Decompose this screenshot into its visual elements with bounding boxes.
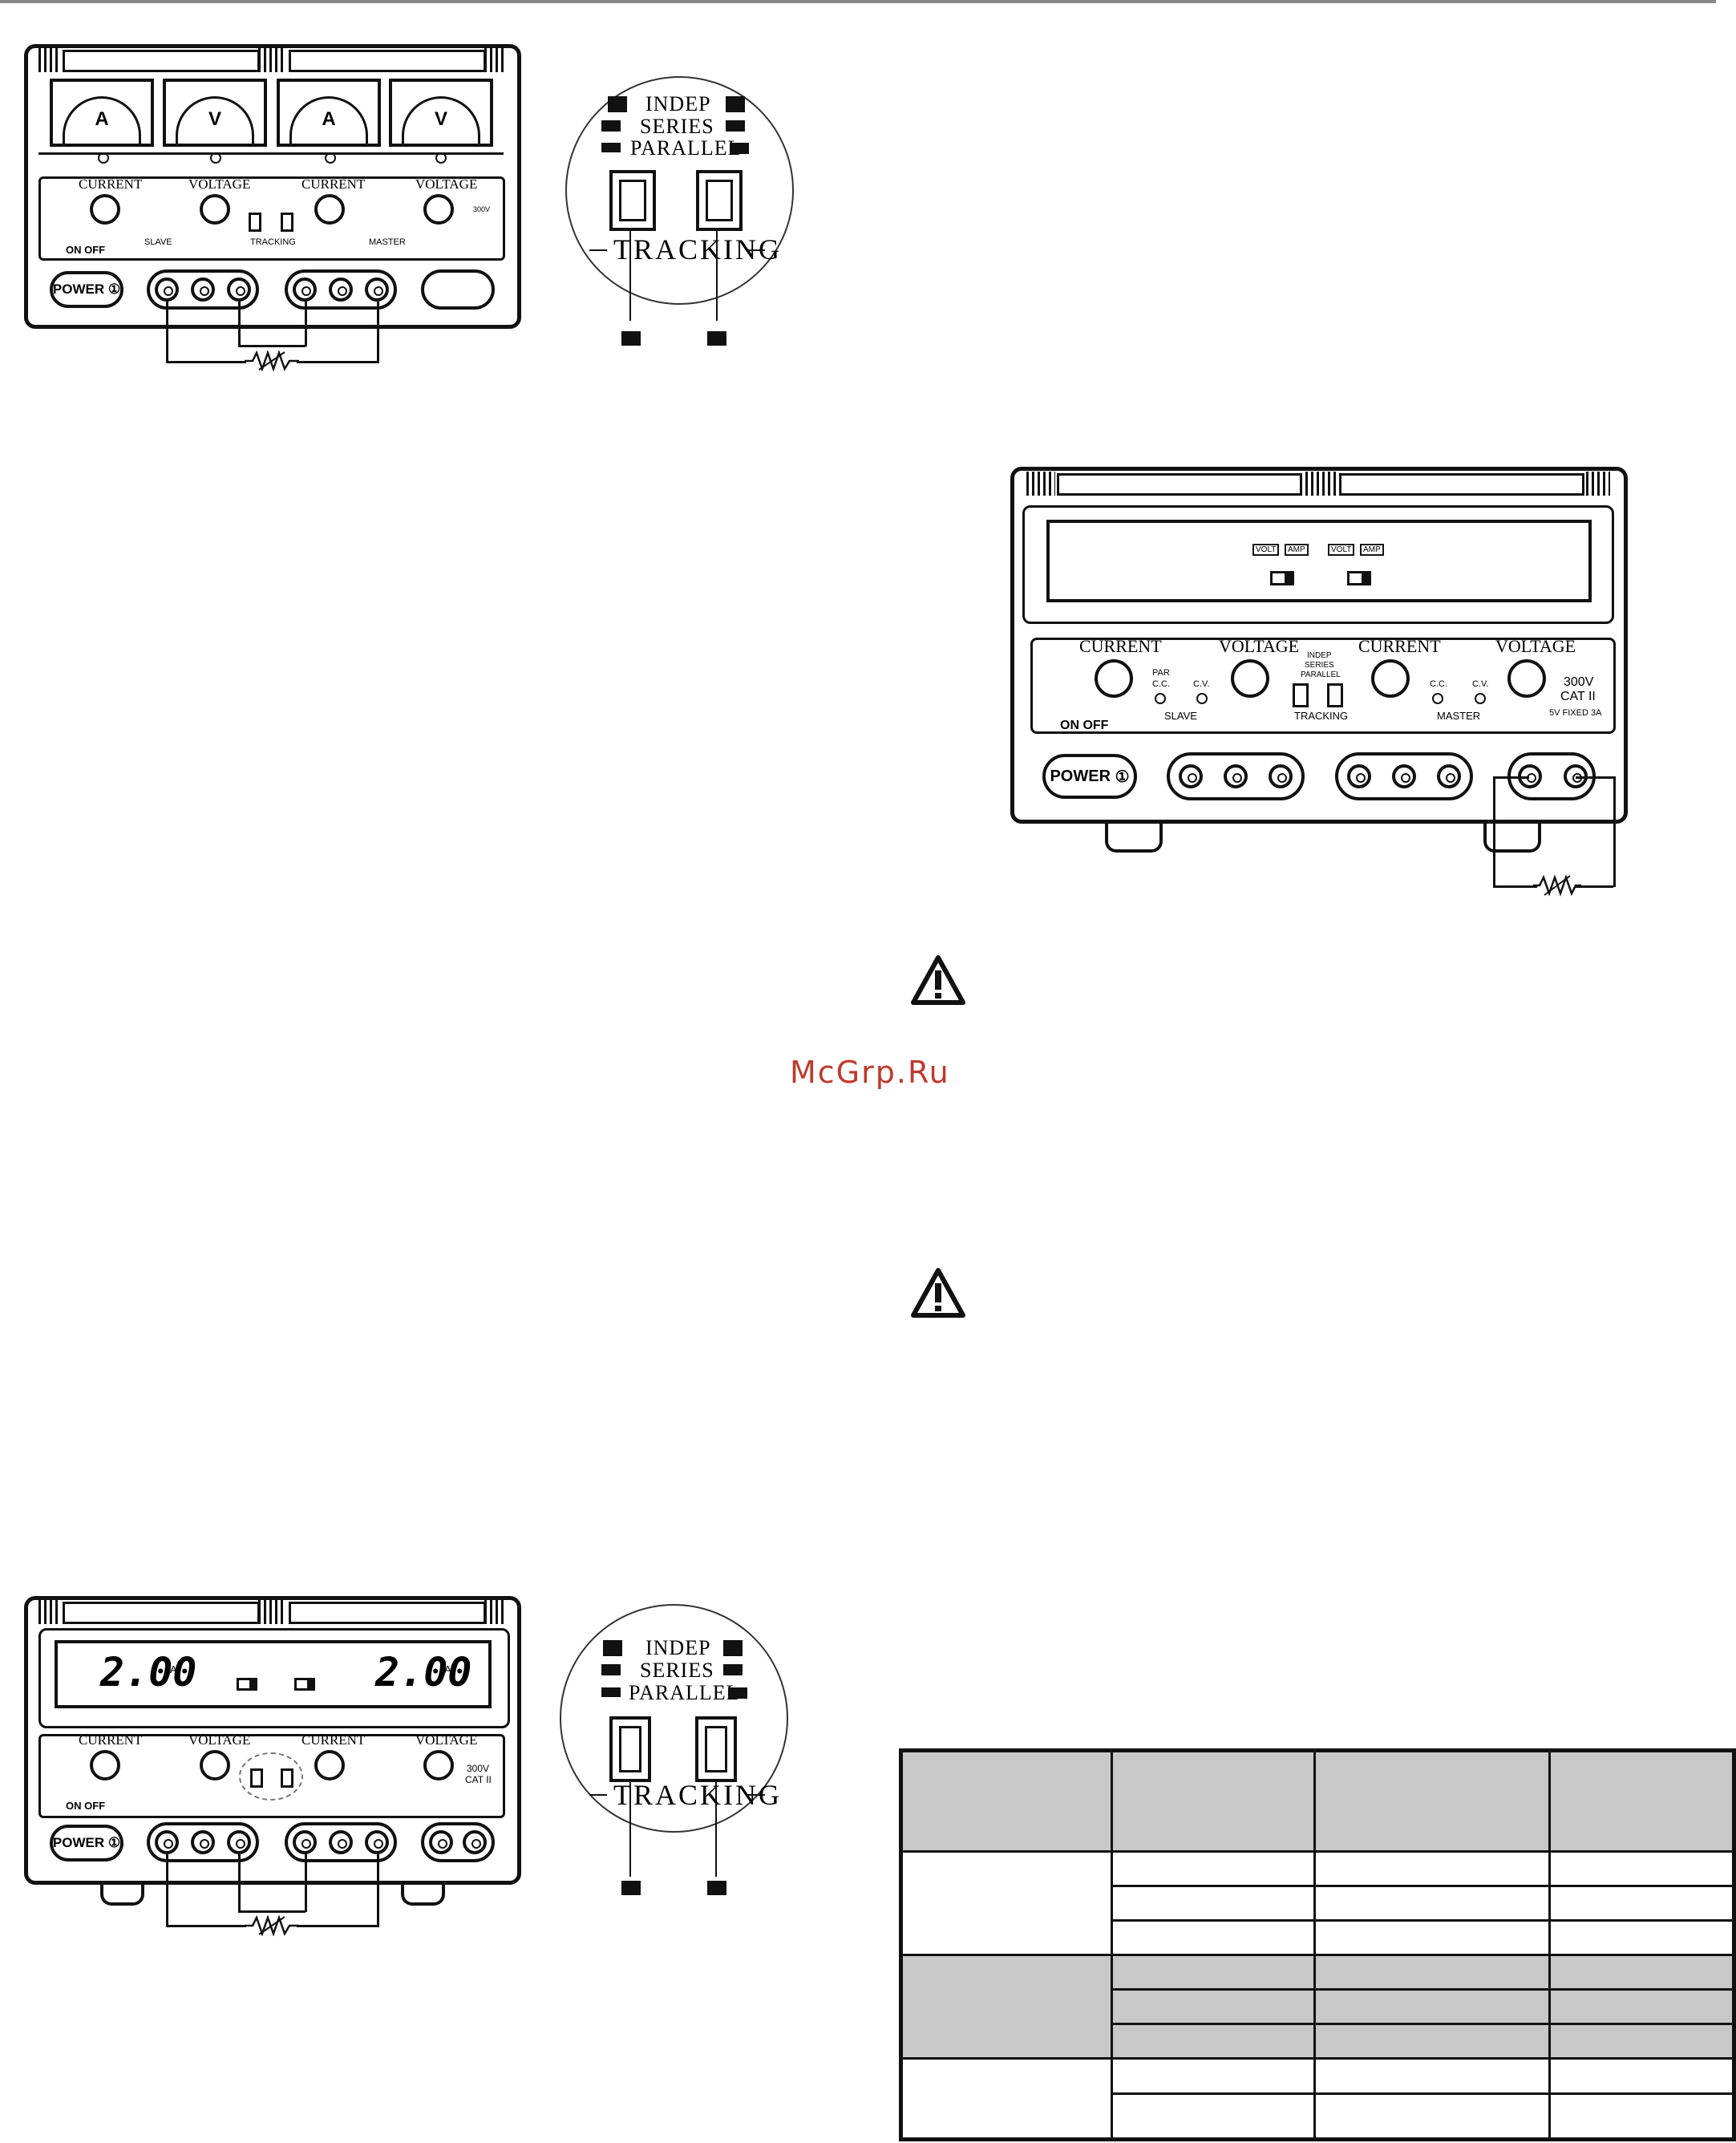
terminal[interactable]	[227, 1830, 251, 1854]
terminal[interactable]	[155, 1830, 179, 1854]
slave-voltmeter: V	[163, 79, 267, 147]
lcd-display	[55, 1640, 492, 1708]
slave-ammeter: A	[50, 79, 154, 147]
slave-current-knob[interactable]	[90, 194, 120, 225]
master-lcd-readout: 2.00	[375, 1649, 472, 1695]
terminal[interactable]	[463, 1830, 487, 1854]
display-switch[interactable]	[237, 1678, 257, 1691]
master-voltage-knob[interactable]	[423, 194, 454, 225]
master-current-label: CURRENT	[301, 176, 366, 192]
display-switch[interactable]	[1347, 571, 1371, 585]
master-voltage-knob[interactable]	[1507, 659, 1546, 698]
slave-current-knob[interactable]	[1095, 659, 1133, 698]
tracking-button-right[interactable]	[695, 1716, 737, 1782]
master-current-knob[interactable]	[314, 194, 345, 225]
tracking-button-left[interactable]	[609, 170, 656, 231]
warning-triangle-icon	[911, 955, 965, 1005]
power-button[interactable]: POWER ①	[50, 271, 123, 308]
lcd-display	[1046, 520, 1592, 602]
slave-current-label: CURRENT	[79, 176, 143, 192]
terminal[interactable]	[227, 277, 251, 302]
terminal[interactable]	[329, 1830, 353, 1854]
master-current-knob[interactable]	[314, 1750, 345, 1780]
slave-current-knob[interactable]	[90, 1750, 120, 1780]
master-voltage-label: VOLTAGE	[415, 176, 478, 192]
resistor-symbol	[1533, 874, 1581, 897]
display-switch[interactable]	[1270, 571, 1294, 585]
master-current-knob[interactable]	[1371, 659, 1410, 698]
warning-triangle-icon	[911, 1268, 965, 1318]
master-voltmeter: V	[389, 79, 493, 147]
top-rule	[0, 0, 1716, 3]
master-voltage-knob[interactable]	[423, 1750, 454, 1780]
terminal[interactable]	[1392, 764, 1416, 788]
terminal[interactable]	[1269, 764, 1293, 788]
terminal[interactable]	[329, 277, 353, 302]
terminal[interactable]	[1347, 764, 1371, 788]
terminal[interactable]	[293, 277, 317, 302]
slave-voltage-label: VOLTAGE	[188, 176, 251, 192]
terminal[interactable]	[191, 1830, 215, 1854]
terminal[interactable]	[155, 277, 179, 302]
resistor-symbol	[245, 1915, 299, 1936]
resistor-symbol	[245, 350, 299, 371]
terminal[interactable]	[1437, 764, 1461, 788]
terminal[interactable]	[191, 277, 215, 302]
tracking-button-left[interactable]	[609, 1716, 651, 1782]
power-button[interactable]: POWER ①	[1042, 754, 1137, 799]
terminal[interactable]	[365, 277, 389, 302]
terminal[interactable]	[1224, 764, 1248, 788]
spec-table	[899, 1748, 1736, 2141]
display-switch[interactable]	[294, 1678, 315, 1691]
slave-lcd-readout: 2.00	[100, 1649, 197, 1695]
slave-voltage-knob[interactable]	[1231, 659, 1269, 698]
watermark: McGrp.Ru	[790, 1055, 950, 1090]
terminal[interactable]	[293, 1830, 317, 1854]
power-button[interactable]: POWER ①	[50, 1825, 123, 1861]
terminal[interactable]	[429, 1830, 453, 1854]
terminal[interactable]	[365, 1830, 389, 1854]
tracking-button-right[interactable]	[696, 170, 743, 231]
slave-voltage-knob[interactable]	[200, 1750, 230, 1780]
master-ammeter: A	[277, 79, 381, 147]
slave-voltage-knob[interactable]	[200, 194, 230, 225]
terminal[interactable]	[1179, 764, 1203, 788]
